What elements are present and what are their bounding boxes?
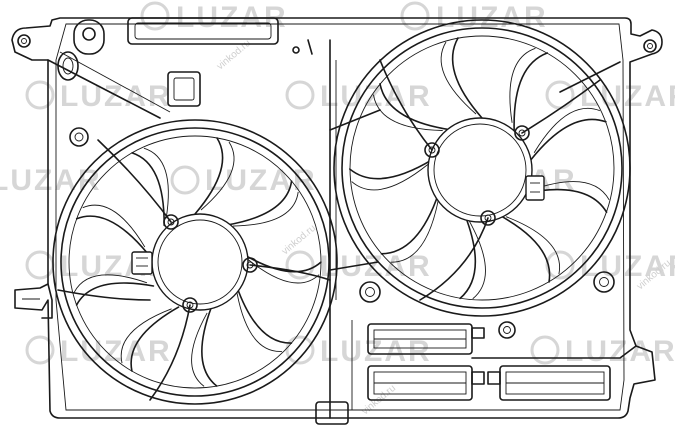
shroud-frame	[11, 17, 663, 419]
left-fan-struts	[57, 139, 331, 401]
right-ear-mount	[643, 39, 657, 53]
frame-braces	[47, 51, 621, 271]
relay-tab	[167, 71, 201, 107]
top-handle	[127, 17, 279, 45]
harness-line	[351, 320, 637, 410]
connector-upper	[367, 323, 485, 355]
left-side-bracket	[22, 283, 53, 319]
watermark-brand: LUZAR	[320, 80, 432, 113]
left-fan-hub	[131, 213, 258, 313]
watermark-row-5: LUZAR LUZAR LUZAR	[25, 335, 675, 368]
watermark-brand: LUZAR	[565, 335, 675, 368]
watermark-brand: LUZAR	[0, 164, 102, 197]
top-left-mount	[73, 19, 105, 55]
watermark-site: vinkod.ru	[215, 38, 253, 73]
bottom-clip	[315, 401, 349, 425]
left-fan	[52, 119, 338, 405]
watermark-brand: LUZAR	[205, 164, 317, 197]
connector-lower-left	[367, 365, 485, 401]
watermark-brand: LUZAR	[60, 80, 172, 113]
right-fan-hub	[424, 117, 545, 226]
connector-lower-right	[487, 365, 611, 401]
right-fan-struts	[379, 59, 601, 301]
left-fan-blades	[73, 137, 322, 387]
right-fan	[333, 19, 631, 317]
watermark-brand: LUZAR	[320, 335, 432, 368]
mounting-bosses	[69, 39, 615, 339]
watermark-layer: LUZAR LUZAR LUZAR LUZAR LUZAR LUZAR LUZA…	[0, 1, 675, 417]
watermark-row-2: LUZAR LUZAR LUZAR	[25, 80, 675, 113]
watermark-brand: LUZAR	[60, 335, 172, 368]
